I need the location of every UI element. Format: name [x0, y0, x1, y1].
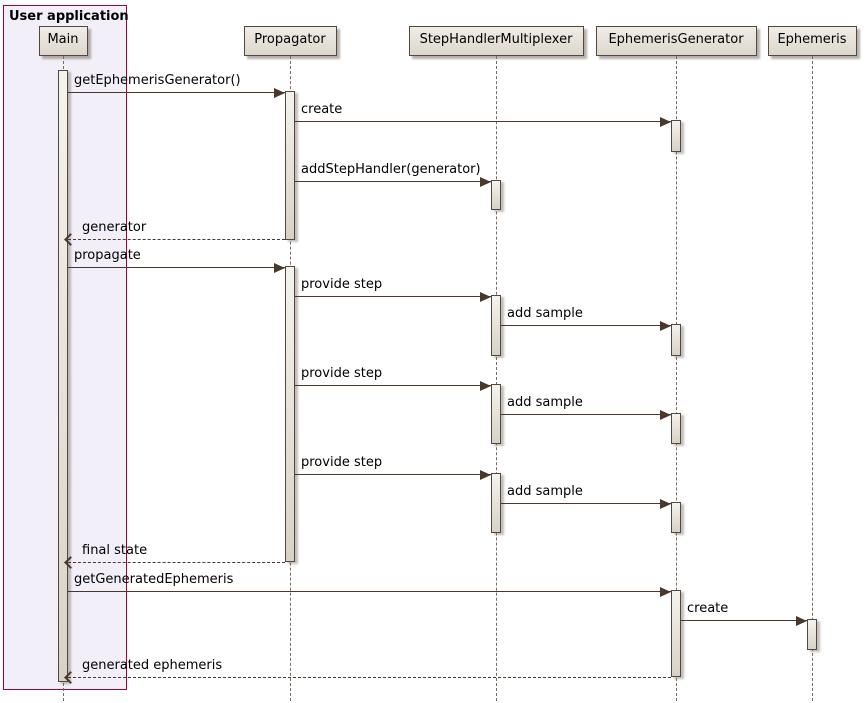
participant-ephemeris: Ephemeris [767, 26, 857, 56]
message-label: create [687, 601, 729, 616]
arrowhead [796, 616, 807, 626]
participant-ephemerisgenerator: EphemerisGenerator [595, 26, 757, 56]
arrowhead [274, 88, 285, 98]
message-label: generated ephemeris [82, 658, 223, 673]
message-label: getEphemerisGenerator() [74, 73, 241, 88]
participant-stephandlermultiplexer: StepHandlerMultiplexer [408, 26, 584, 56]
activation-bar-ephemerisgenerator [671, 413, 681, 444]
participant-main: Main [38, 26, 88, 56]
message-label: generator [82, 220, 147, 235]
participant-label: Main [47, 32, 79, 47]
participant-propagator: Propagator [243, 26, 337, 56]
message-line [68, 677, 671, 678]
arrowhead [660, 587, 671, 597]
activation-bar-ephemerisgenerator [671, 324, 681, 356]
arrowhead [480, 381, 491, 391]
arrowhead [480, 292, 491, 302]
message-label: getGeneratedEphemeris [74, 572, 234, 587]
message-label: propagate [74, 248, 141, 263]
participant-label: Propagator [254, 32, 326, 47]
participant-label: Ephemeris [777, 32, 847, 47]
frame-title: User application [9, 9, 129, 24]
message-line [68, 562, 285, 563]
message-line [295, 296, 491, 297]
message-label: create [301, 102, 343, 117]
message-label: final state [82, 543, 148, 558]
activation-bar-stephandlermultiplexer [491, 384, 501, 444]
message-line [295, 181, 491, 182]
message-line [501, 414, 671, 415]
message-label: addStepHandler(generator) [301, 162, 481, 177]
message-line [501, 325, 671, 326]
message-line [295, 474, 491, 475]
participant-label: StepHandlerMultiplexer [419, 32, 573, 47]
message-line [501, 503, 671, 504]
message-line [68, 92, 285, 93]
message-line [68, 239, 285, 240]
arrowhead [660, 117, 671, 127]
arrowhead [660, 410, 671, 420]
message-label: add sample [507, 484, 583, 499]
message-line [68, 591, 671, 592]
activation-bar-ephemerisgenerator [671, 590, 681, 677]
message-line [68, 267, 285, 268]
message-label: add sample [507, 395, 583, 410]
activation-bar-ephemerisgenerator [671, 120, 681, 152]
arrowhead [660, 321, 671, 331]
lifeline-ephemeris [812, 56, 813, 701]
activation-bar-propagator [285, 266, 295, 562]
message-label: provide step [301, 366, 383, 381]
arrowhead [480, 470, 491, 480]
activation-bar-stephandlermultiplexer [491, 295, 501, 356]
message-label: provide step [301, 277, 383, 292]
message-label: add sample [507, 306, 583, 321]
participant-label: EphemerisGenerator [608, 32, 744, 47]
activation-bar-stephandlermultiplexer [491, 473, 501, 533]
message-line [295, 385, 491, 386]
arrowhead [274, 263, 285, 273]
activation-bar-ephemeris [807, 619, 817, 650]
activation-bar-main [58, 70, 68, 682]
message-label: provide step [301, 455, 383, 470]
arrowhead [480, 177, 491, 187]
activation-bar-propagator [285, 91, 295, 240]
activation-bar-stephandlermultiplexer [491, 180, 501, 210]
message-line [295, 121, 671, 122]
activation-bar-ephemerisgenerator [671, 502, 681, 533]
lifeline-ephemerisgenerator [676, 56, 677, 701]
lifeline-stephandlermultiplexer [496, 56, 497, 701]
arrowhead [660, 499, 671, 509]
message-line [681, 620, 807, 621]
